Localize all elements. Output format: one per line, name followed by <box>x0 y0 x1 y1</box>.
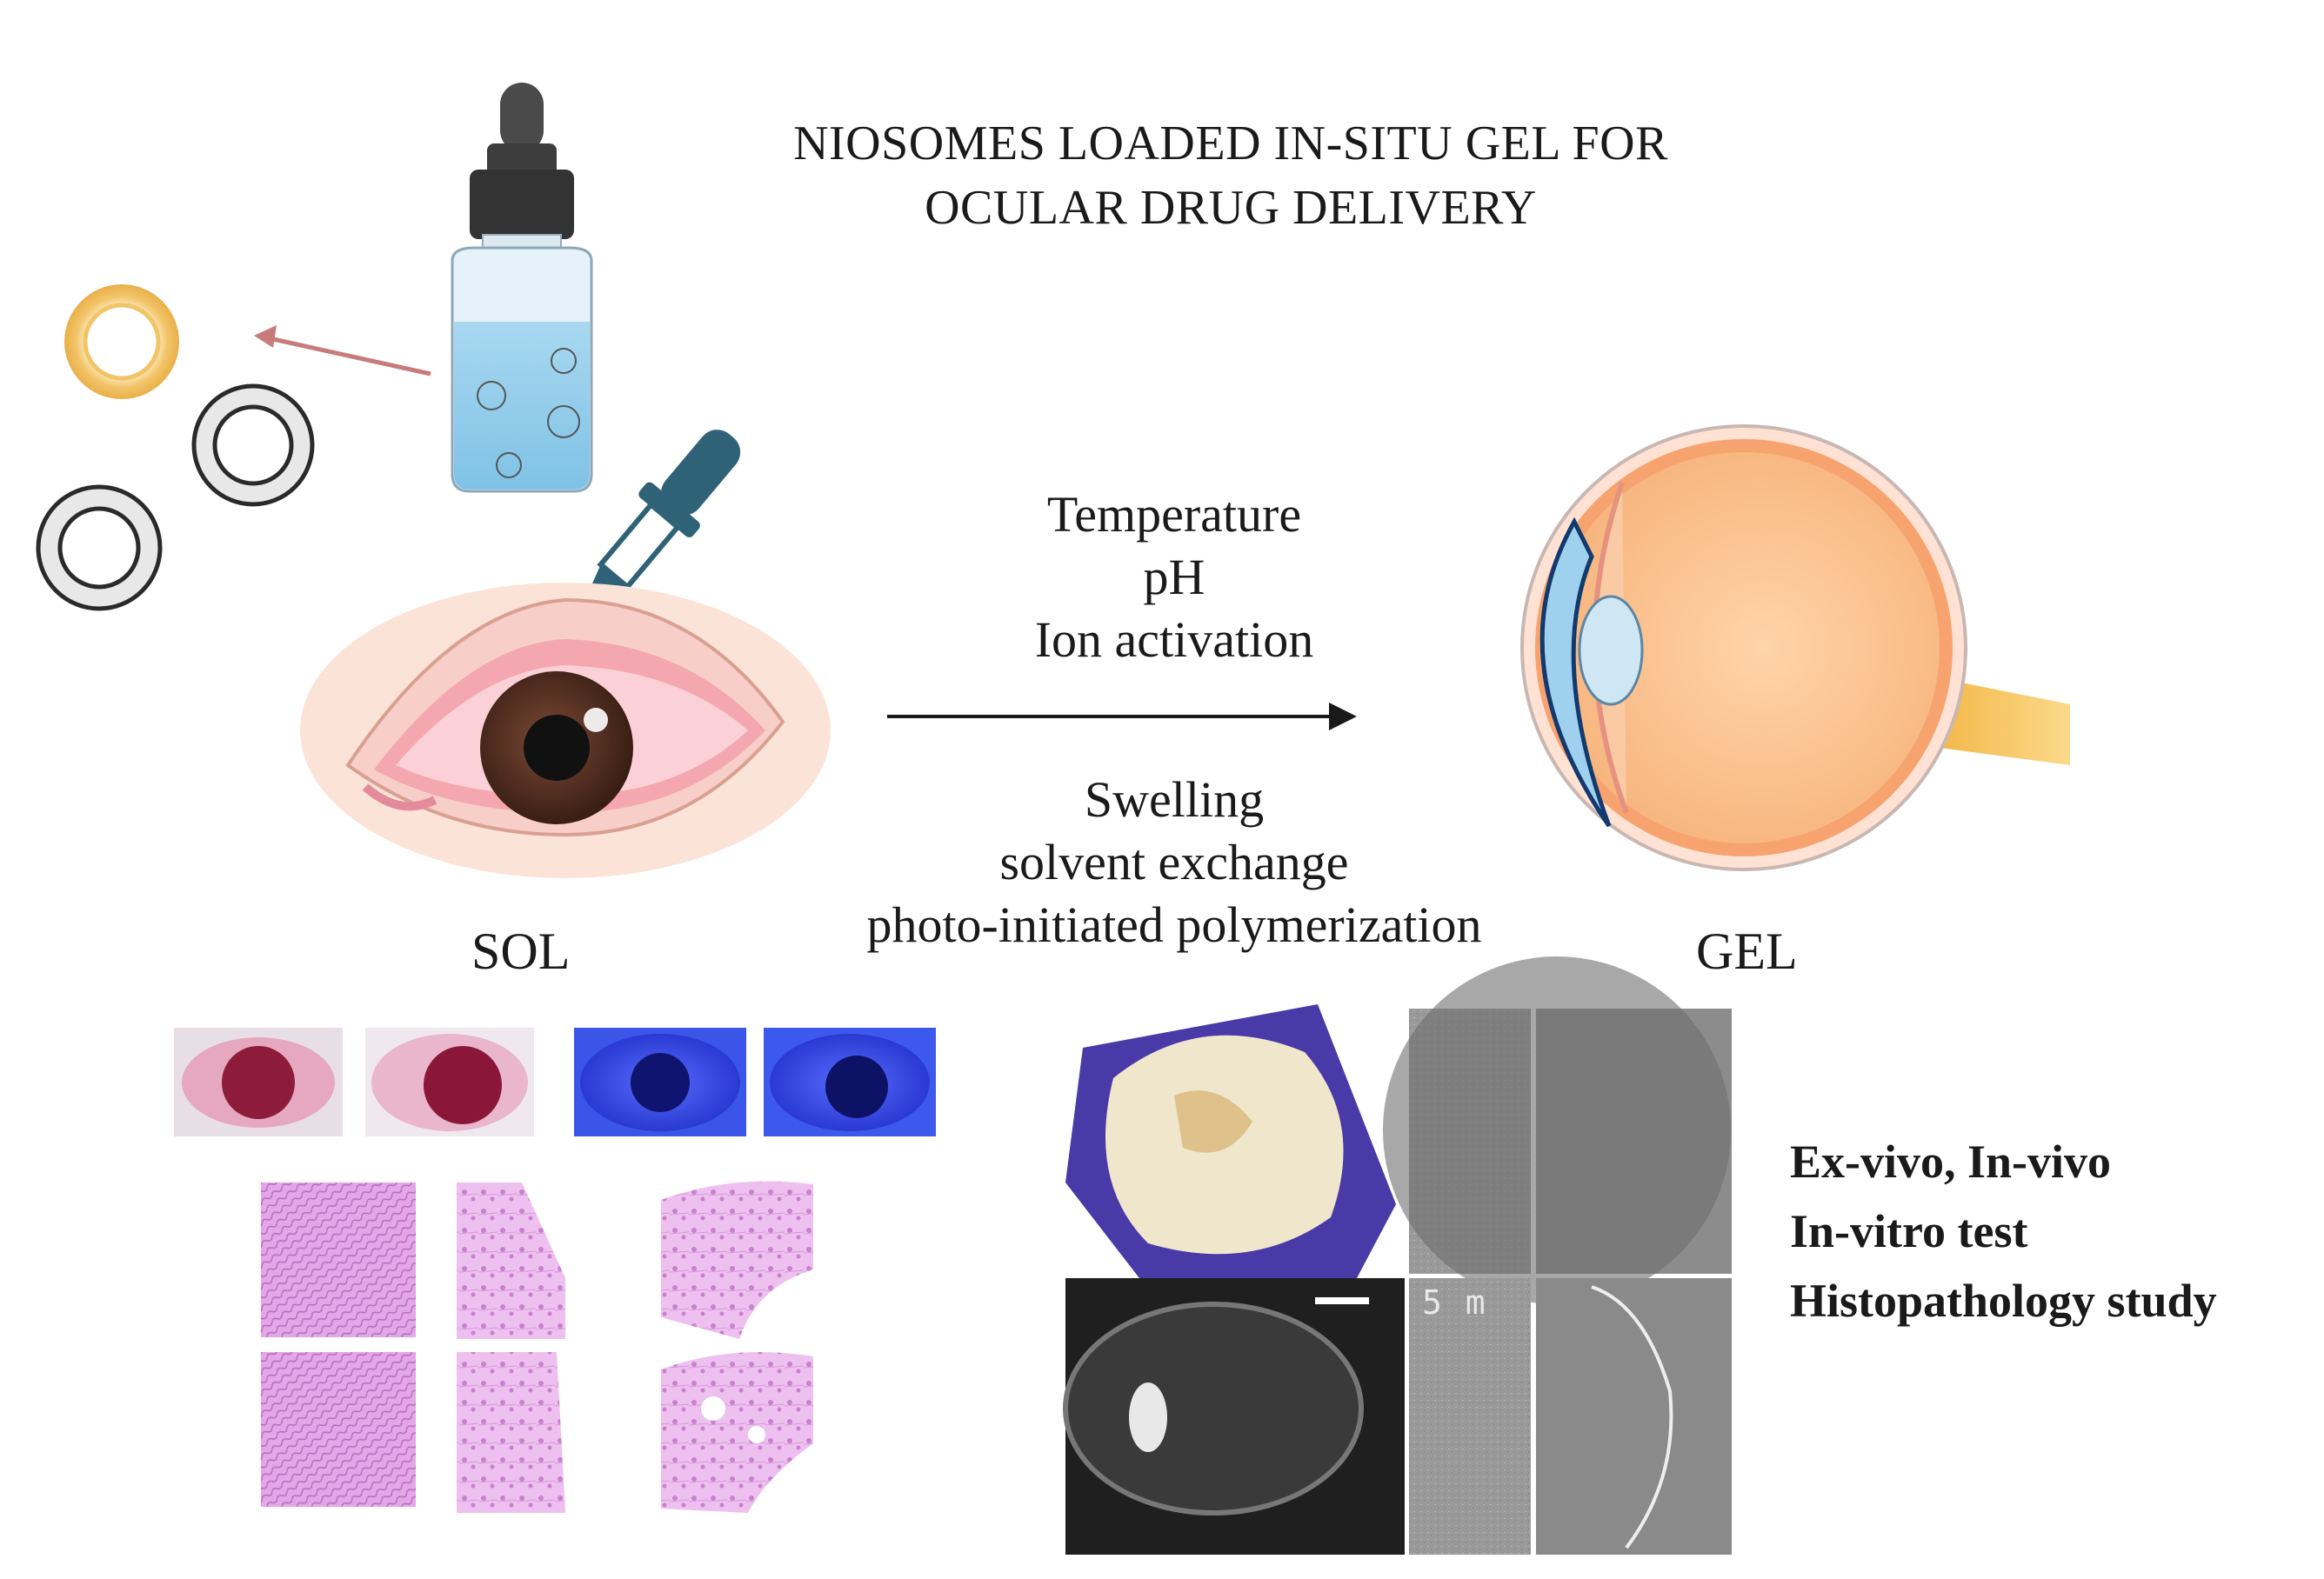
niosome-vesicle-gold <box>64 284 179 399</box>
eye-photo-panel <box>174 1028 936 1136</box>
pointer-arrow-line <box>264 335 431 376</box>
pointer-arrowhead <box>254 325 277 348</box>
mechanism-swelling: Swelling <box>1084 771 1265 828</box>
niosome-vesicle-outline <box>191 383 315 507</box>
test-histopathology: Histopathology study <box>1790 1275 2217 1327</box>
title-line-2: OCULAR DRUG DELIVERY <box>925 181 1537 235</box>
niosome-vesicle-outline-2 <box>36 484 163 611</box>
test-ex-vivo-in-vivo: Ex-vivo, In-vivo <box>1790 1136 2112 1188</box>
histology-panel <box>261 1181 813 1513</box>
mechanism-photo-polymerization: photo-initiated polymerization <box>866 896 1482 953</box>
gel-photo-micrographs-panel <box>1063 956 1732 1555</box>
sol-label: SOL <box>471 923 571 980</box>
title-line-1: NIOSOMES LOADED IN-SITU GEL FOR <box>793 117 1668 170</box>
red-eye-illustration <box>300 583 831 878</box>
eyeball-cross-section <box>1520 424 2070 871</box>
evaluation-tests-list: Ex-vivo, In-vivo In-vitro test Histopath… <box>1790 1127 2217 1336</box>
pipette-icon <box>584 430 741 610</box>
sol-to-gel-arrowhead <box>1329 703 1357 730</box>
stimulus-ion-activation: Ion activation <box>1034 611 1314 668</box>
stimulus-temperature: Temperature <box>1046 486 1302 543</box>
test-in-vitro: In-vitro test <box>1790 1205 2028 1257</box>
dropper-bottle-icon <box>451 83 593 493</box>
micrograph-label: 5 m <box>1422 1283 1487 1322</box>
gelation-mechanisms-lower: Swelling solvent exchange photo-initiate… <box>783 769 1566 956</box>
mechanism-solvent-exchange: solvent exchange <box>999 834 1349 890</box>
gel-label: GEL <box>1696 923 1798 980</box>
gelation-stimuli-upper: Temperature pH Ion activation <box>957 483 1392 671</box>
diagram-title: NIOSOMES LOADED IN-SITU GEL FOR OCULAR D… <box>609 111 1853 240</box>
stimulus-ph: pH <box>1143 549 1205 605</box>
